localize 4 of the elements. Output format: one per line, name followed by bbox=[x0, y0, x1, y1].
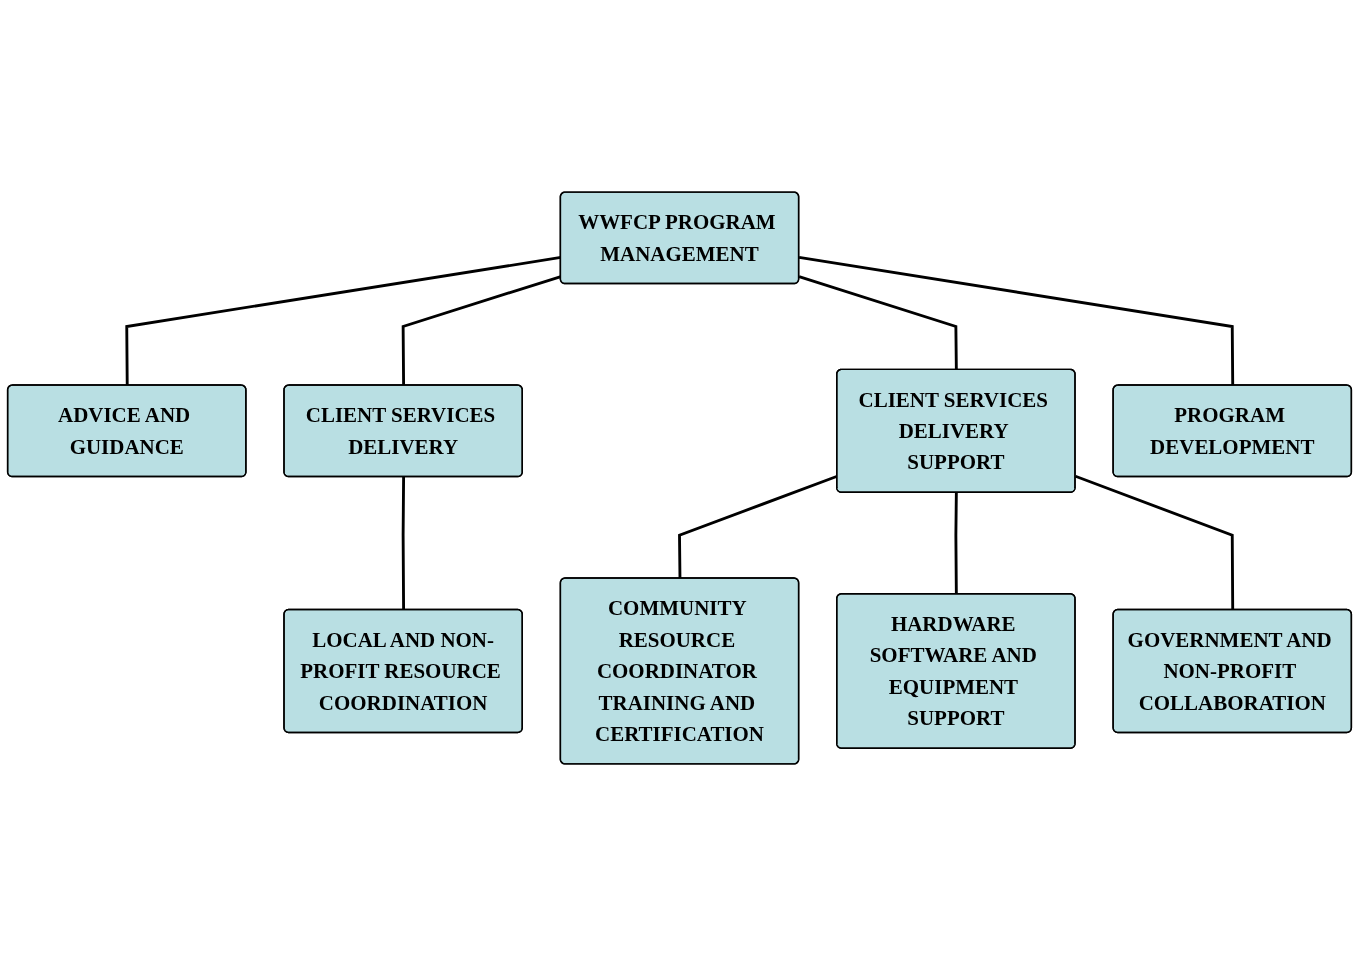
connector bbox=[954, 492, 958, 595]
connector bbox=[798, 275, 958, 370]
connector bbox=[798, 256, 1235, 386]
connector bbox=[401, 477, 406, 610]
